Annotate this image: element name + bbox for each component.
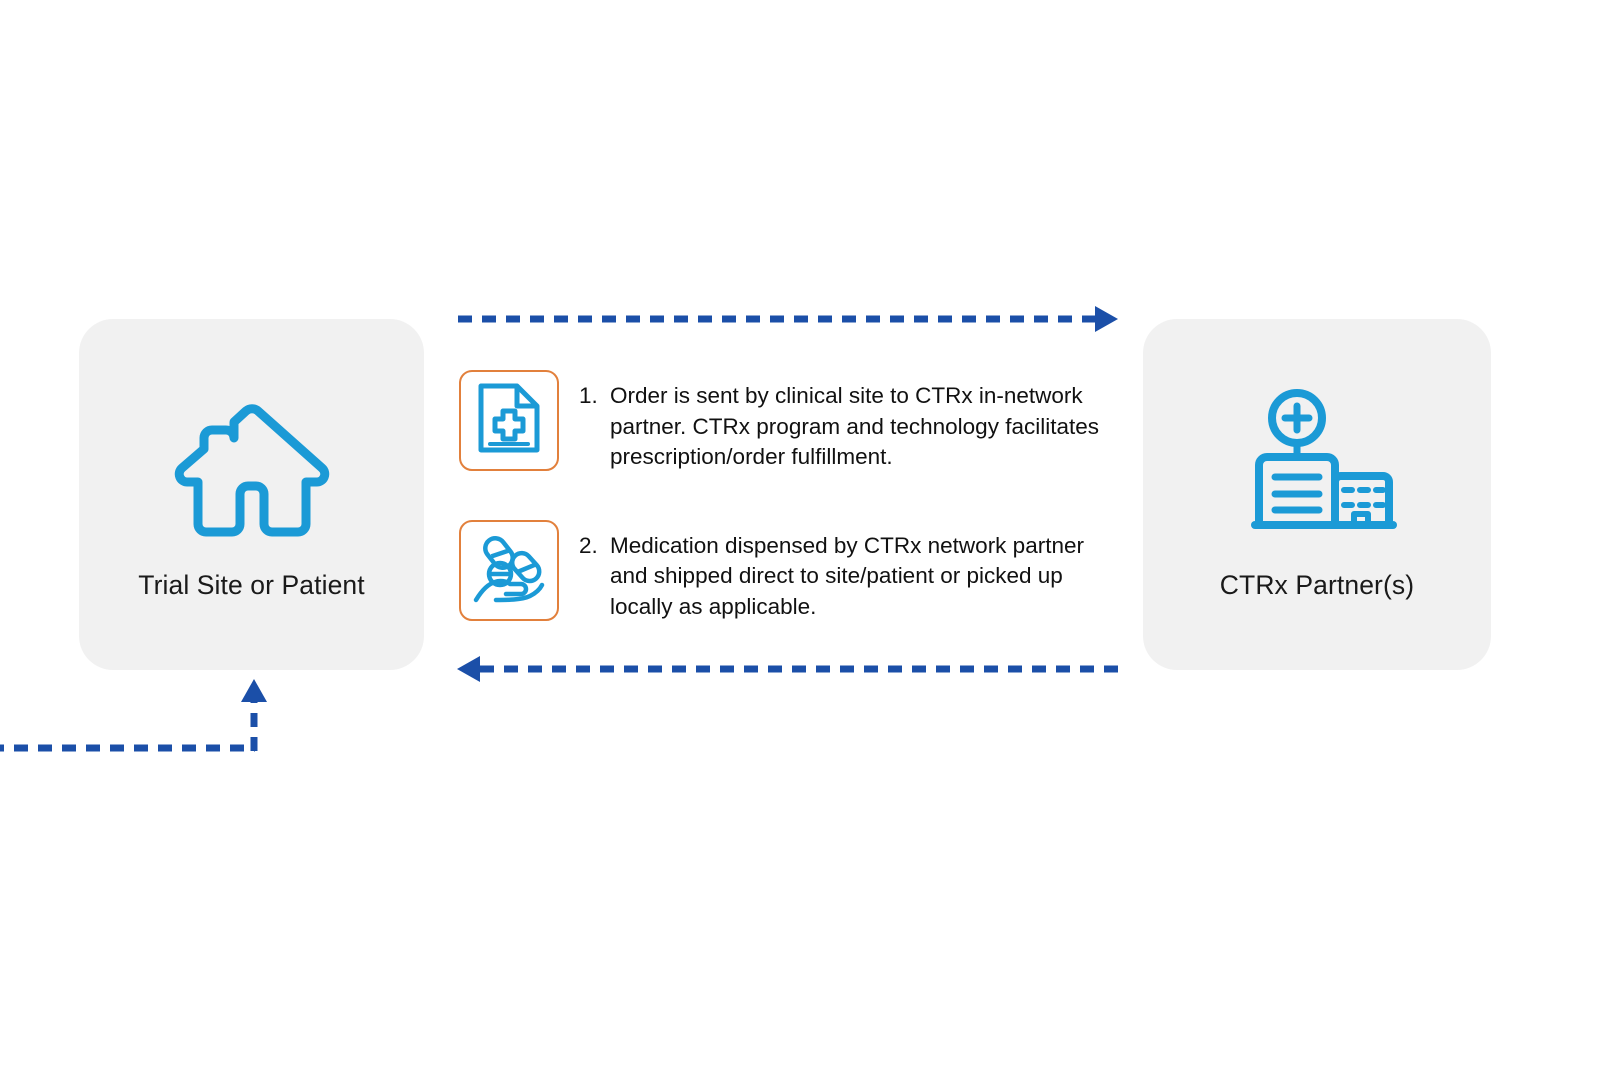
house-icon (167, 383, 337, 548)
hospital-medical-icon (1232, 383, 1402, 548)
step-text-wrap-2: 2. Medication dispensed by CTRx network … (579, 520, 1113, 623)
prescription-document-icon (476, 381, 542, 460)
node-card-trial-site[interactable]: Trial Site or Patient (79, 319, 424, 670)
step-text-1: Order is sent by clinical site to CTRx i… (610, 383, 1099, 469)
node-card-ctrx-partner[interactable]: CTRx Partner(s) (1143, 319, 1491, 670)
dashed-arrow-right-icon (450, 296, 1125, 342)
node-label-trial-site: Trial Site or Patient (138, 569, 365, 600)
step-list: 1. Order is sent by clinical site to CTR… (459, 370, 1119, 622)
step-icon-box-2 (459, 519, 559, 621)
step-text-2: Medication dispensed by CTRx network par… (610, 532, 1084, 619)
step-icon-box-1 (459, 370, 559, 471)
dashed-arrow-up-icon (0, 672, 280, 772)
dashed-arrow-left-icon (450, 646, 1125, 692)
pills-in-hand-icon (472, 532, 546, 609)
step-text-wrap-1: 1. Order is sent by clinical site to CTR… (579, 370, 1113, 473)
list-item: 2. Medication dispensed by CTRx network … (459, 519, 1119, 623)
step-number-2: 2. (579, 532, 598, 558)
node-label-ctrx-partner: CTRx Partner(s) (1219, 569, 1415, 600)
step-number-1: 1. (579, 383, 598, 408)
list-item: 1. Order is sent by clinical site to CTR… (459, 370, 1119, 473)
